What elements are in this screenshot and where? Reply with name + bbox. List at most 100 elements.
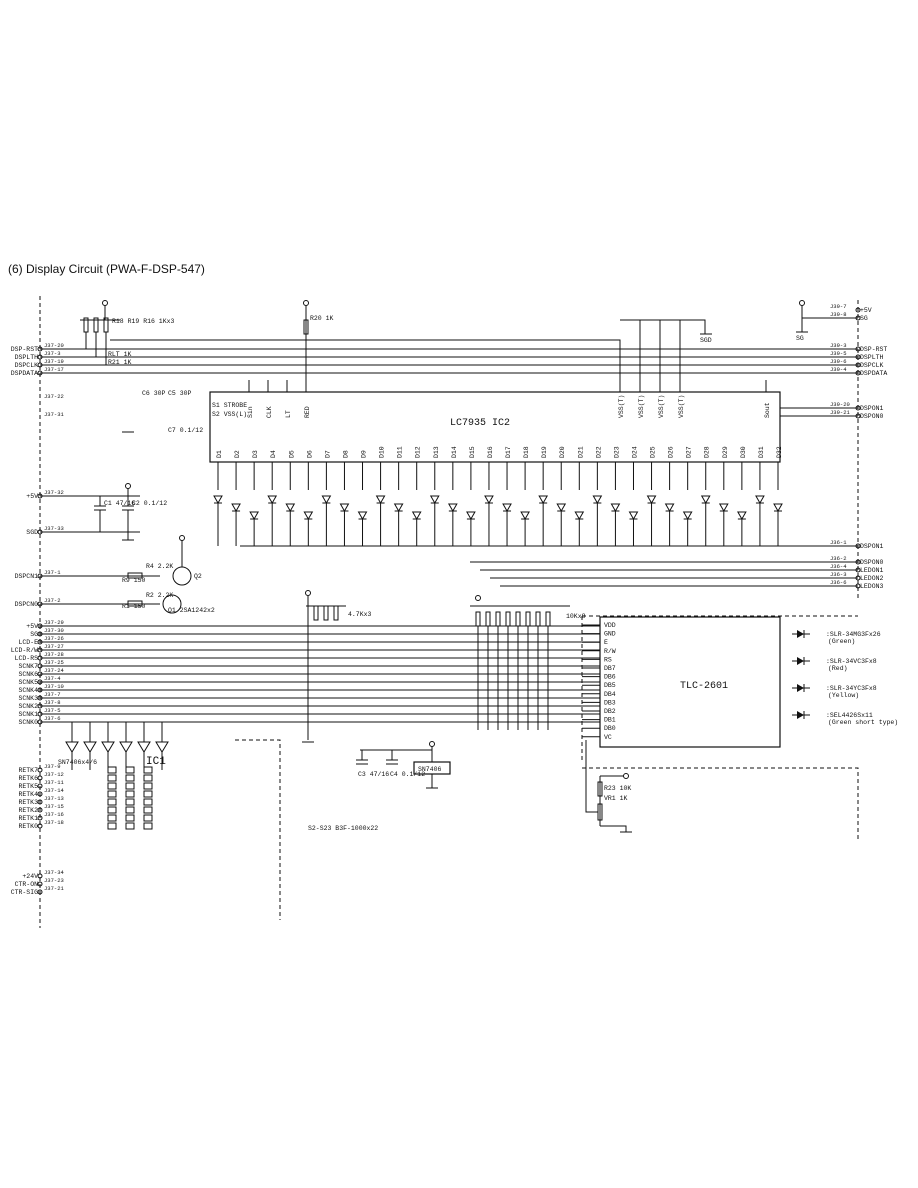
led-icon <box>357 511 368 521</box>
led-icon <box>393 503 404 513</box>
left-jack-label: J37-12 <box>44 771 64 778</box>
connector-pin-icon <box>37 807 43 813</box>
connector-pin-icon <box>37 881 43 887</box>
sn7406-power-block <box>356 741 451 789</box>
ic2-bottom-pin-label: D1 <box>216 450 223 458</box>
left-jack-label: J37-4 <box>44 675 61 682</box>
led-icon <box>321 495 332 505</box>
key-switch <box>107 782 117 790</box>
right-signal-label: DSPLTH <box>860 354 884 361</box>
left-signal-label: DSPCN1 <box>15 573 39 580</box>
ic2-bottom-pin-label: D20 <box>559 446 566 458</box>
transistor-q2 <box>172 535 192 586</box>
right-signal-label: LEDON1 <box>860 567 884 574</box>
left-jack-label: J37-32 <box>44 489 64 496</box>
connector-pin-icon <box>855 370 861 376</box>
left-signal-label: SGD <box>26 529 38 536</box>
sgd-label: SGD <box>700 337 712 344</box>
legend-color-label: (Red) <box>828 665 848 672</box>
r23-label: R23 10K <box>604 785 631 792</box>
left-jack-label: J37-23 <box>44 877 64 884</box>
ic2-top-pin-label: VSS(T) <box>678 395 685 418</box>
left-jack-label: J37-20 <box>44 342 64 349</box>
ic2-bottom-pin-label: D21 <box>577 446 584 458</box>
resistor-array-label: R18 R19 R16 1Kx3 <box>112 318 175 325</box>
ic2-bottom-pin-label: D5 <box>288 450 295 458</box>
left-jack-label: J37-6 <box>44 715 61 722</box>
q2-label: Q2 <box>194 573 202 580</box>
led-icon <box>610 503 621 513</box>
ic2-bottom-pin-label: D19 <box>541 446 548 458</box>
legend-item: :SLR-34YC3Fx8(Yellow) <box>792 684 877 699</box>
lcd-pin-label: DB5 <box>604 682 616 689</box>
left-signal-label: RETK0 <box>18 823 38 830</box>
left-jack-label: J37-17 <box>44 366 64 373</box>
lcd-pin-label: RS <box>604 656 612 663</box>
resistor-array-10k-label: 10Kx8 <box>566 613 586 620</box>
key-switch <box>107 790 117 798</box>
ic2-bottom-pin-label: D12 <box>415 446 422 458</box>
ic2-bottom-pin-label: D10 <box>379 446 386 458</box>
keyboard-connector-outline <box>235 739 281 920</box>
left-jack-label: J37-13 <box>44 795 64 802</box>
c1-label: C1 47/16 <box>104 500 135 507</box>
right-jack-label: J36-3 <box>830 571 847 578</box>
lcd-pin-label: VC <box>604 734 612 741</box>
right-signal-label: SG <box>860 315 868 322</box>
connector-pin-icon <box>37 799 43 805</box>
left-jack-label: J37-29 <box>44 619 64 626</box>
key-switch <box>143 790 153 798</box>
ic2-lc7935 <box>209 391 781 463</box>
left-signal-label: RETK3 <box>18 799 38 806</box>
right-signal-label: LEDON3 <box>860 583 884 590</box>
right-jack-label: J39-5 <box>830 350 847 357</box>
right-signal-label: DSPON1 <box>860 405 884 412</box>
led-icon <box>231 503 241 513</box>
right-jack-label: J39-3 <box>830 342 847 349</box>
led-icon <box>682 511 693 521</box>
connector-pin-icon <box>855 559 861 565</box>
left-signal-label: +5V <box>26 493 38 500</box>
buffer-icon <box>101 741 115 753</box>
vr1-label: VR1 1K <box>604 795 628 802</box>
key-switch <box>143 806 153 814</box>
connector-pin-icon <box>37 354 43 360</box>
ic2-bottom-pin-label: D23 <box>613 446 620 458</box>
lcd-board-outline <box>581 615 858 760</box>
ic2-top-pin-label: RED <box>304 406 311 418</box>
c5-label: C5 30P <box>168 390 192 397</box>
r1-label: R1 150 <box>122 603 146 610</box>
lcd-pin-label: VDD <box>604 622 616 629</box>
lcd-pin-label: DB1 <box>604 717 616 724</box>
left-jack-label: J37-9 <box>44 763 61 770</box>
connector-pin-icon <box>855 543 861 549</box>
key-switch <box>125 814 135 822</box>
right-signal-label: DSP-RST <box>860 346 887 353</box>
right-signal-label: +5V <box>860 307 872 314</box>
ic2-top-pin-label: LT <box>285 410 292 418</box>
led-icon <box>267 495 278 505</box>
power-filter <box>40 483 140 541</box>
left-signal-label: LCD-RS <box>15 655 39 662</box>
led-icon <box>628 511 639 521</box>
connector-pin-icon <box>37 791 43 797</box>
ic2-top-pin-label: VSS(T) <box>618 395 625 418</box>
left-jack-label: J37-11 <box>44 779 65 786</box>
left-jack-label: J37-1 <box>44 569 61 576</box>
lcd-pin-label: DB6 <box>604 674 616 681</box>
lcd-module <box>599 616 781 748</box>
legend-color-label: (Green short type) <box>828 719 898 726</box>
left-signal-label: +24V <box>22 873 38 880</box>
key-switch <box>143 774 153 782</box>
left-jack-label: J37-16 <box>44 811 64 818</box>
ic2-bottom-pin-label: D11 <box>397 446 404 458</box>
led-legend-icon <box>797 711 804 719</box>
left-signal-label: CTR-SIG <box>11 889 38 896</box>
connector-pin-icon <box>855 354 861 360</box>
lcd-pin-label: DB0 <box>604 725 616 732</box>
left-jack-label: J37-7 <box>44 691 61 698</box>
contrast-pot-vr1 <box>585 740 632 833</box>
legend-item: :SEL4426Sx11(Green short type) <box>792 711 898 726</box>
resistor-array-10k <box>470 595 570 607</box>
led-icon <box>249 511 259 521</box>
